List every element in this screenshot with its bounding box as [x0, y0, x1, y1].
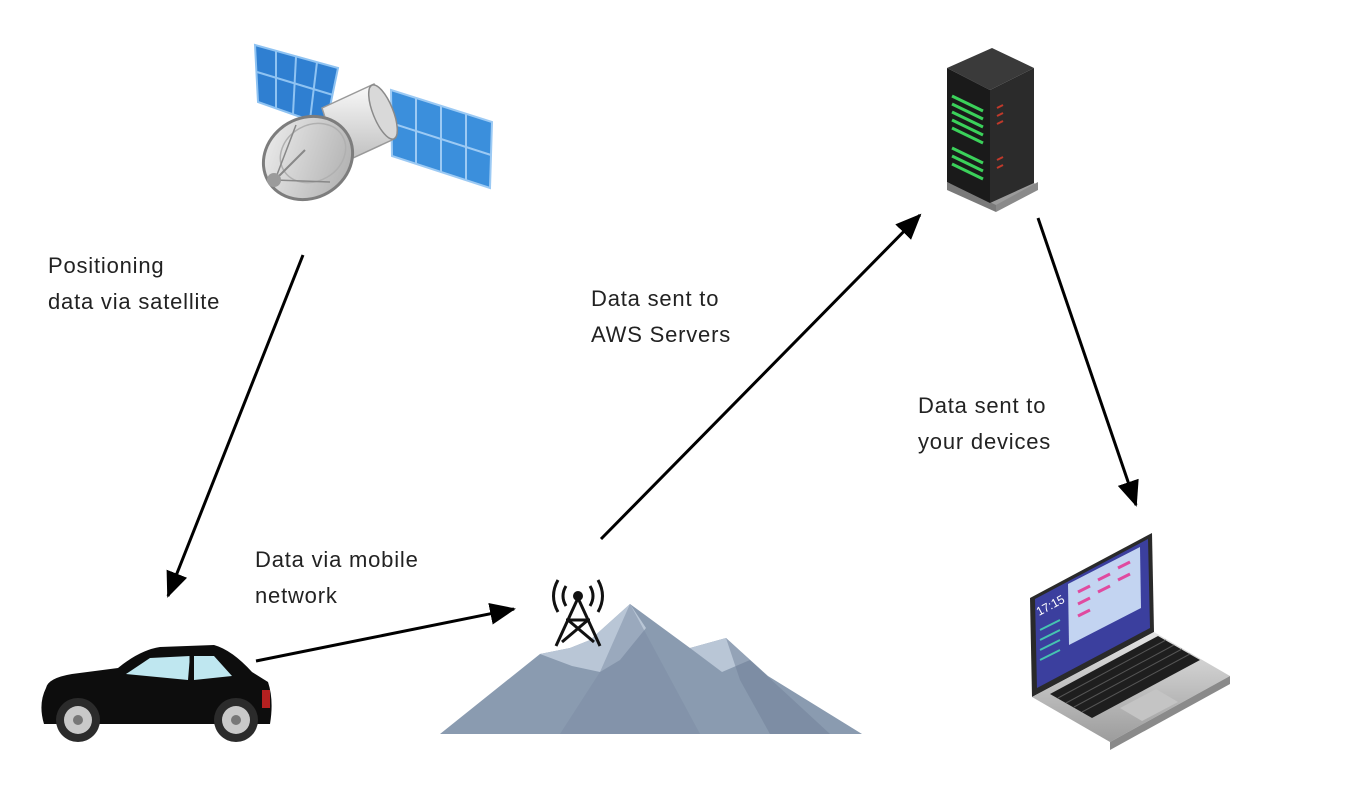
arrow-satellite-to-car	[166, 254, 305, 598]
arrow-car-to-tower	[255, 602, 516, 663]
arrow-tower-to-server	[599, 213, 922, 541]
car-icon	[41, 645, 272, 742]
satellite-solar-panel-right	[389, 88, 494, 190]
label-line: Data via mobile	[255, 547, 419, 572]
satellite-dish	[261, 114, 355, 202]
car-wheel-front	[56, 698, 100, 742]
server-leds	[951, 94, 984, 181]
server-icon	[947, 48, 1038, 212]
label-mobile-network: Data via mobile network	[255, 542, 419, 614]
label-line: AWS Servers	[591, 322, 732, 347]
laptop-icon: 17:15	[1030, 533, 1230, 750]
label-line: Data sent to	[918, 393, 1047, 418]
label-line: data via satellite	[48, 289, 221, 314]
car-wheel-rear	[214, 698, 258, 742]
label-your-devices: Data sent to your devices	[918, 388, 1051, 460]
mountain-icon	[440, 604, 862, 734]
label-line: Positioning	[48, 253, 165, 278]
arrow-server-to-laptop	[1036, 217, 1139, 507]
satellite-icon	[253, 43, 494, 202]
label-aws-servers: Data sent to AWS Servers	[591, 281, 731, 353]
label-line: Data sent to	[591, 286, 720, 311]
label-line: network	[255, 583, 338, 608]
cell-tower-icon	[552, 579, 604, 647]
label-positioning-satellite: Positioning data via satellite	[48, 248, 220, 320]
label-line: your devices	[918, 429, 1052, 454]
